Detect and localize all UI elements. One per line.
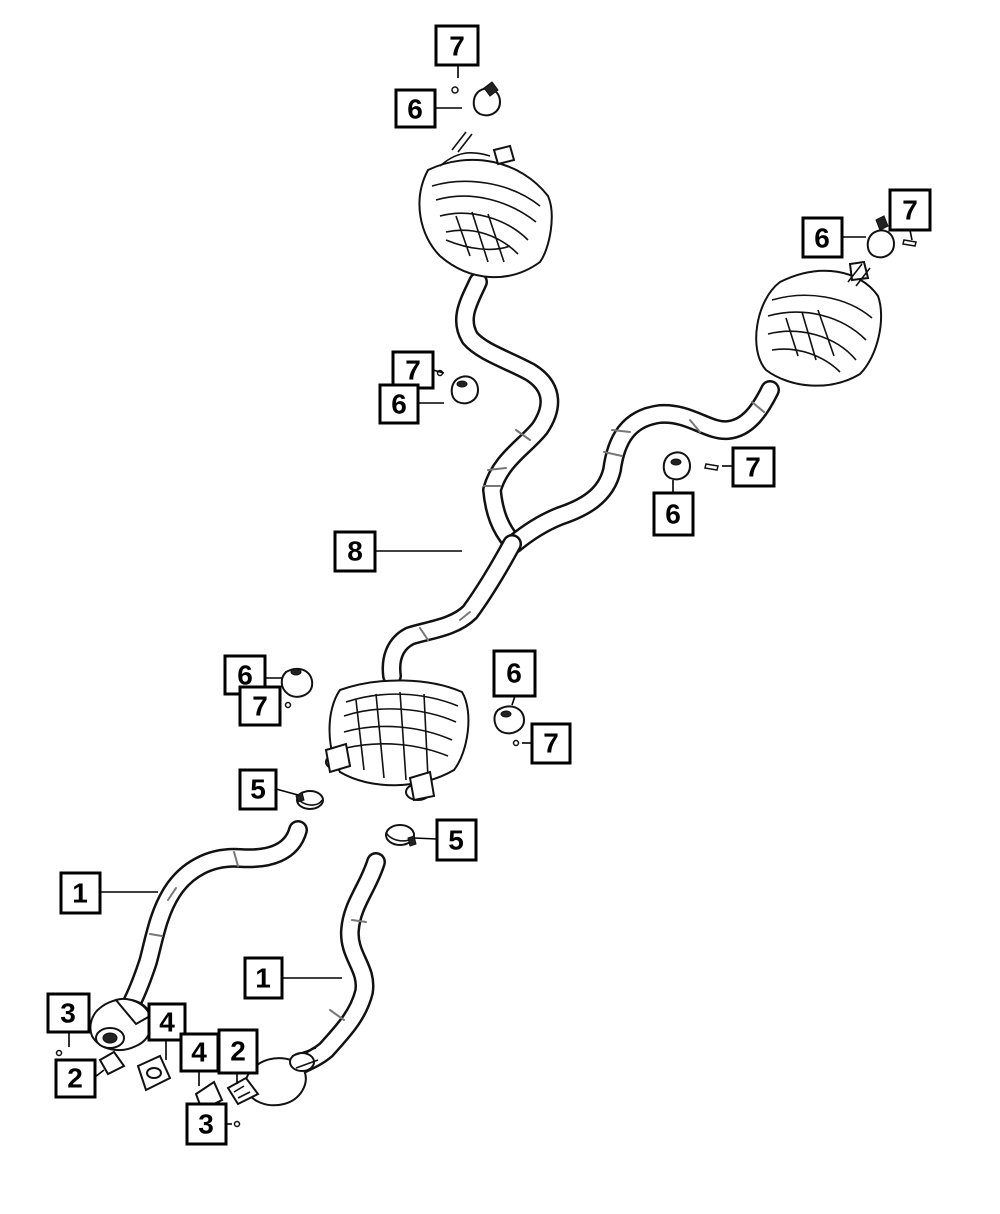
left-rear-pipe (454, 272, 560, 552)
callout-label: 7 (449, 31, 465, 62)
hanger-mid-left (436, 369, 480, 405)
callout-6-mid-right: 6 (652, 491, 695, 537)
callout-label: 2 (230, 1036, 246, 1067)
callout-label: 2 (67, 1063, 83, 1094)
stud-left-3 (55, 1049, 63, 1057)
hanger-res-left (280, 667, 314, 709)
clamp-right (385, 824, 417, 847)
callout-label: 6 (814, 223, 830, 254)
callout-label: 3 (60, 998, 76, 1029)
callout-label: 8 (347, 536, 363, 567)
callout-2-left: 2 (54, 1058, 97, 1099)
callout-6-top: 6 (394, 88, 437, 129)
gasket-left-4 (136, 1054, 172, 1092)
callout-7-top: 7 (434, 24, 480, 67)
callout-label: 7 (543, 728, 559, 759)
callout-label: 7 (902, 195, 918, 226)
callout-label: 1 (72, 878, 88, 909)
callout-7-mid-left: 7 (391, 350, 435, 390)
hanger-top (451, 81, 502, 117)
callout-label: 6 (506, 658, 522, 689)
hanger-mid-right (662, 451, 719, 481)
callout-label: 4 (191, 1037, 207, 1068)
hanger-right-top (866, 215, 917, 259)
callout-3-right: 3 (185, 1102, 228, 1146)
callout-7-mid-right: 7 (731, 446, 776, 488)
callout-5-left: 5 (238, 768, 278, 811)
hanger-res-right (493, 705, 526, 747)
callout-7-right-top: 7 (888, 188, 932, 232)
callout-4-right: 4 (179, 1032, 220, 1073)
callout-1-left: 1 (59, 871, 102, 915)
exhaust-pipes (118, 272, 780, 1080)
callout-6-res-right: 6 (492, 649, 537, 698)
clamp-left (295, 790, 324, 810)
callout-7-res-left: 7 (238, 685, 282, 727)
left-muffler (418, 131, 553, 279)
callout-6-mid-left: 6 (378, 383, 420, 425)
manifold-flange-left (89, 998, 153, 1052)
callout-label: 3 (198, 1109, 214, 1140)
manifold-flange-right (226, 1047, 319, 1107)
callout-label: 6 (237, 660, 253, 691)
callout-3-left: 3 (46, 992, 91, 1034)
callout-label: 1 (255, 963, 271, 994)
callout-8: 8 (333, 530, 377, 573)
callout-label: 6 (391, 389, 407, 420)
callout-label: 4 (159, 1007, 175, 1038)
leader-lines (68, 65, 913, 1125)
callout-6-right-top: 6 (801, 216, 844, 259)
right-muffler (755, 260, 883, 387)
callout-label: 7 (405, 355, 421, 386)
callout-label: 7 (252, 691, 268, 722)
gasket-left-2 (98, 1050, 126, 1076)
callout-1-right: 1 (243, 956, 284, 1000)
center-resonator (324, 679, 470, 802)
callout-label: 5 (448, 825, 464, 856)
callout-label: 6 (665, 499, 681, 530)
callout-label: 6 (407, 94, 423, 125)
callout-boxes: 7 6 7 6 7 6 7 6 (46, 24, 932, 1146)
callout-4-left: 4 (147, 1002, 187, 1042)
callout-7-res-right: 7 (530, 722, 572, 765)
callout-label: 7 (745, 452, 761, 483)
callout-2-right: 2 (217, 1028, 259, 1075)
callout-5-right: 5 (435, 818, 478, 862)
stud-right-3 (233, 1120, 241, 1128)
callout-label: 5 (250, 774, 266, 805)
